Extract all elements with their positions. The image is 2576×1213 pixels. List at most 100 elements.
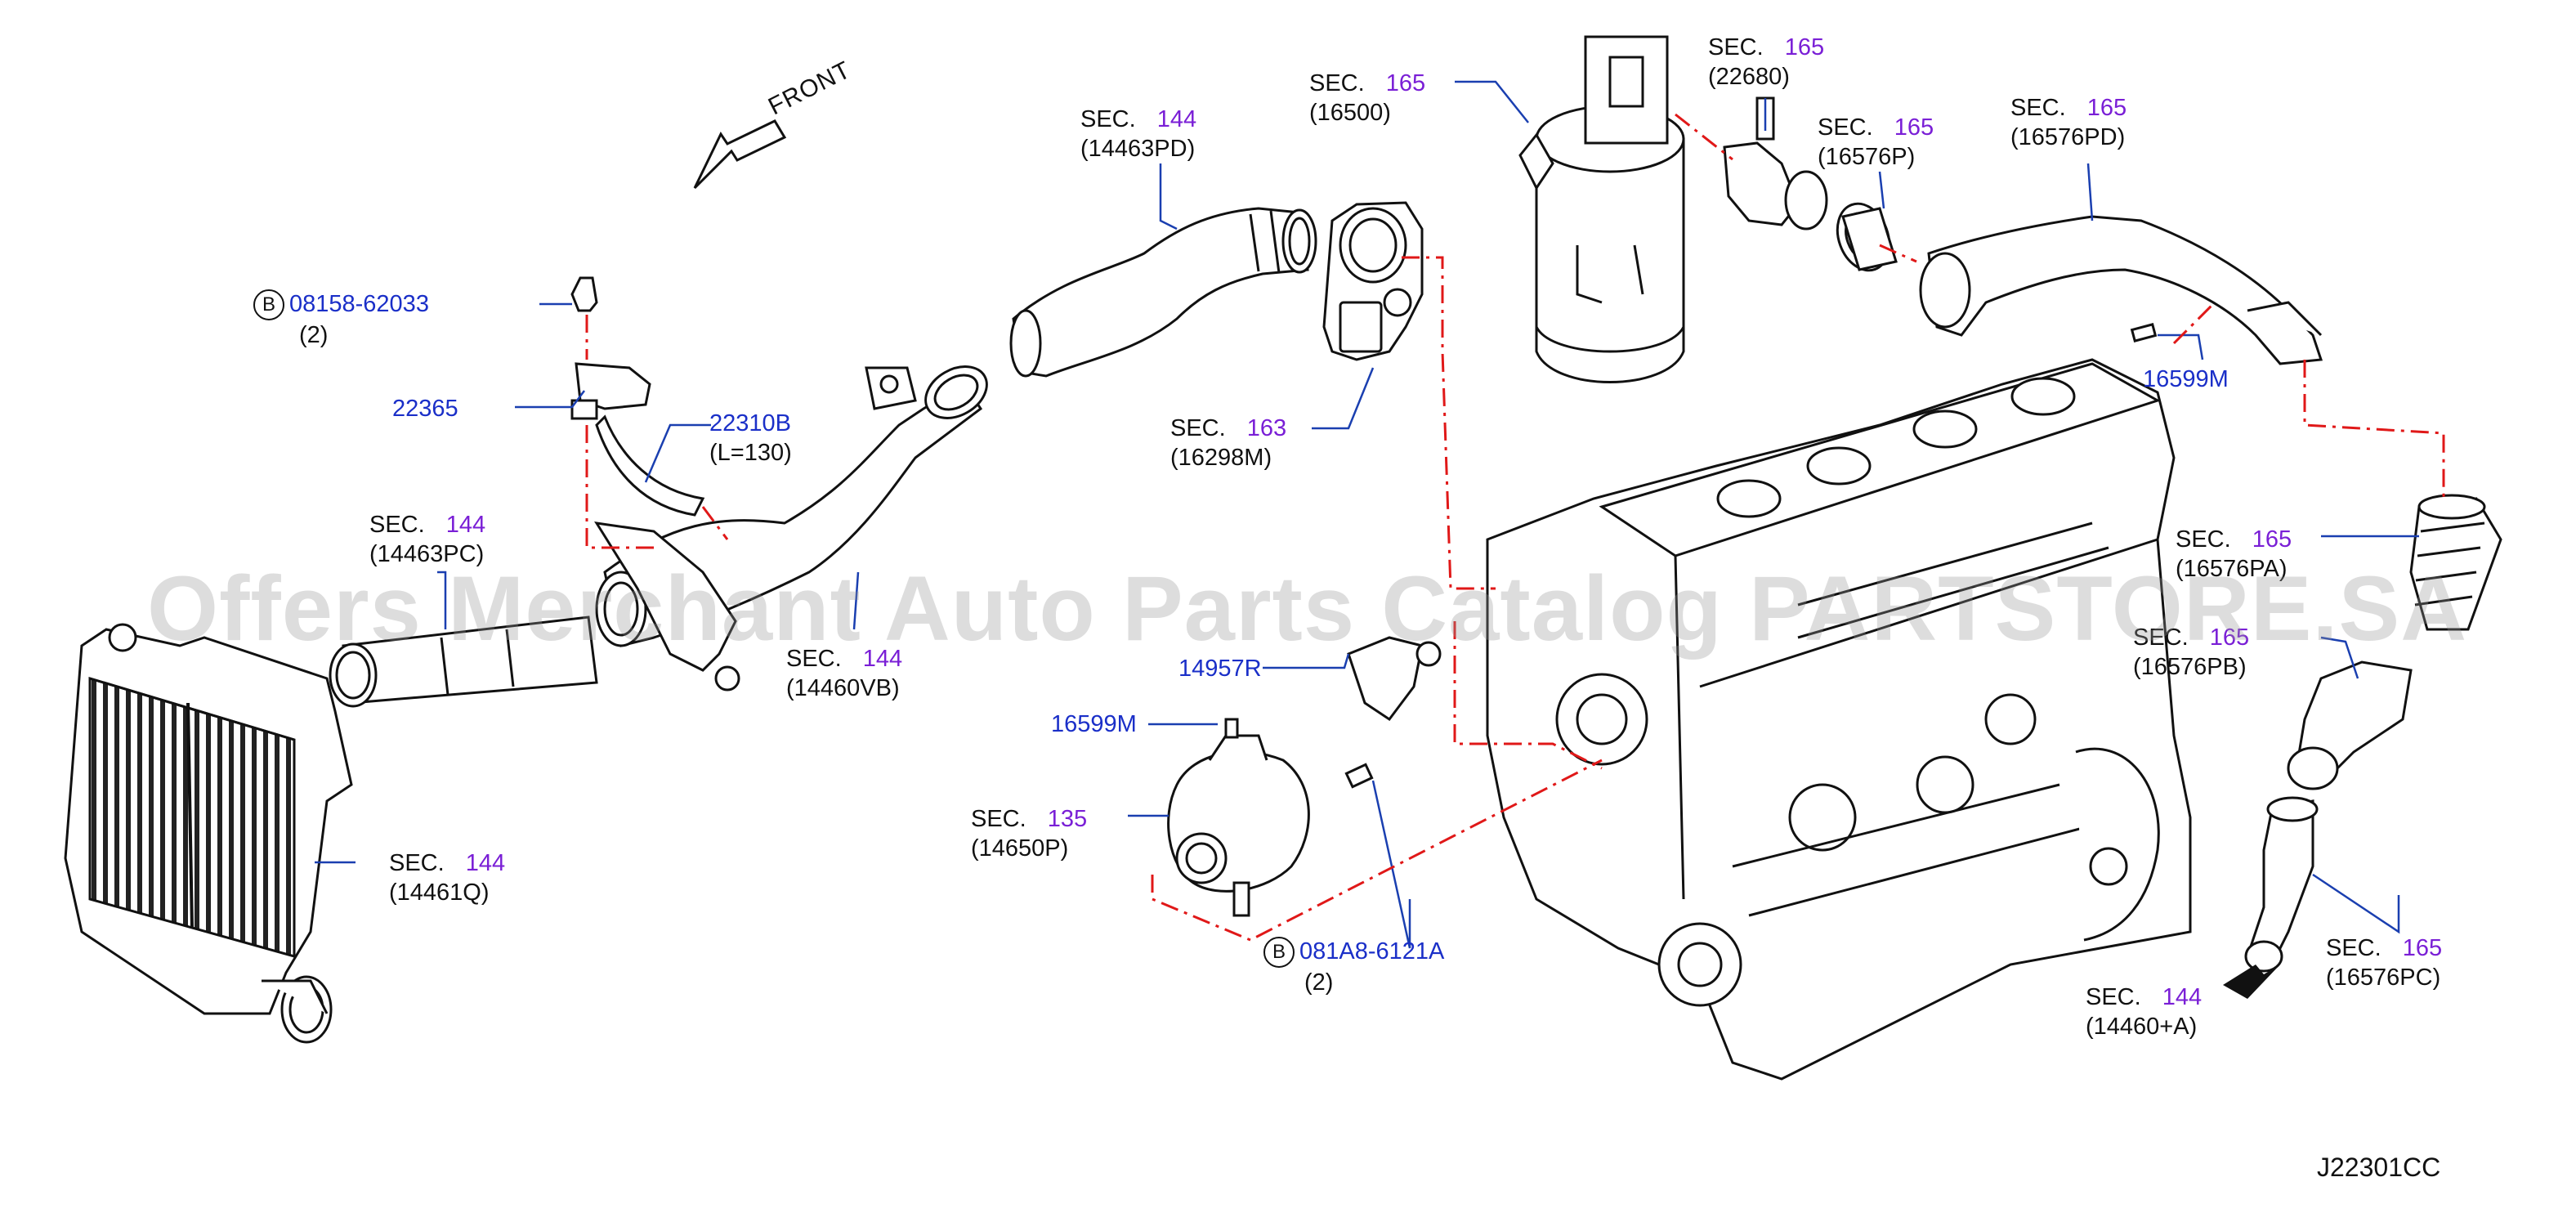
length-note: (L=130) <box>709 440 792 466</box>
section-keyword: SEC. <box>1170 415 1226 441</box>
label-16599m-bottom[interactable]: 16599M <box>1051 709 1137 739</box>
label-sec144-14460a[interactable]: SEC. 144 (14460+A) <box>2086 982 2202 1041</box>
section-ref: (16576PB) <box>2133 654 2247 680</box>
section-keyword: SEC. <box>1708 34 1764 60</box>
label-sec165-16576pa[interactable]: SEC. 165 (16576PA) <box>2176 525 2292 584</box>
section-ref: (14463PC) <box>369 541 485 567</box>
section-number: 165 <box>2209 624 2250 651</box>
bolt-badge-icon: B <box>253 289 284 321</box>
section-number: 163 <box>1246 415 1287 441</box>
quantity: (2) <box>299 322 329 349</box>
diagram-code: J22301CC <box>2317 1153 2441 1182</box>
assembly-flow-lines <box>585 113 2445 942</box>
hose-14463pd-part <box>1009 207 1317 378</box>
label-16599m-top[interactable]: 16599M <box>2143 365 2229 394</box>
air-duct-16576pa-part <box>2409 494 2502 631</box>
throttle-body-part <box>1322 201 1424 361</box>
charge-pipe-14460vb-part <box>594 365 988 692</box>
intercooler-part <box>64 623 353 1044</box>
section-number: 165 <box>1385 70 1426 96</box>
section-keyword: SEC. <box>2176 526 2231 553</box>
section-ref: (14460+A) <box>2086 1014 2198 1040</box>
label-sec165-16576pb[interactable]: SEC. 165 (16576PB) <box>2133 623 2249 682</box>
label-22365[interactable]: 22365 <box>392 394 458 423</box>
section-keyword: SEC. <box>1080 106 1136 132</box>
section-ref: (14463PD) <box>1080 136 1196 162</box>
section-ref: (16576P) <box>1818 144 1916 170</box>
part-number: 22310B <box>709 410 791 436</box>
label-sec135-14650p[interactable]: SEC. 135 (14650P) <box>971 804 1087 863</box>
section-number: 165 <box>2086 95 2127 121</box>
section-ref: (16576PD) <box>2010 124 2126 150</box>
section-ref: (16576PA) <box>2176 556 2288 582</box>
watermark-text: Offers Merchant Auto Parts Catalog PARTS… <box>147 557 2468 660</box>
section-ref: (22680) <box>1708 64 1790 90</box>
label-22310b[interactable]: 22310B (L=130) <box>709 409 792 468</box>
section-ref: (14461Q) <box>389 880 490 906</box>
hose-14463pc-part <box>329 615 598 708</box>
part-number: 081A8-6121A <box>1299 938 1445 965</box>
section-ref: (16500) <box>1309 100 1391 126</box>
label-sec165-16576pd[interactable]: SEC. 165 (16576PD) <box>2010 93 2127 152</box>
label-14957r[interactable]: 14957R <box>1178 654 1262 683</box>
arrow-14460a-icon <box>2223 965 2280 999</box>
leader-lines <box>315 80 2419 949</box>
section-keyword: SEC. <box>369 512 425 538</box>
label-sec165-16576pc[interactable]: SEC. 165 (16576PC) <box>2326 933 2442 992</box>
section-keyword: SEC. <box>971 806 1026 832</box>
part-number: 16599M <box>1051 711 1137 737</box>
bracket-14957r-part <box>1347 636 1442 722</box>
front-arrow-icon <box>693 119 787 190</box>
label-sec163-16298m[interactable]: SEC. 163 (16298M) <box>1170 414 1286 472</box>
section-number: 165 <box>2402 935 2443 961</box>
label-sec165-16576p[interactable]: SEC. 165 (16576P) <box>1818 113 1934 172</box>
section-ref: (14460VB) <box>786 675 900 701</box>
section-keyword: SEC. <box>2326 935 2381 961</box>
bolt-icons <box>1224 323 2158 789</box>
part-number: 14957R <box>1178 656 1262 682</box>
section-number: 144 <box>1156 106 1197 132</box>
bolt-badge-icon: B <box>1263 937 1295 969</box>
air-duct-16576pb-part <box>2287 660 2413 790</box>
engine-block-part <box>1486 358 2192 1081</box>
maf-sensor-part <box>1723 96 1828 231</box>
section-ref: (16576PC) <box>2326 965 2441 991</box>
vacuum-pump-part <box>1167 734 1310 917</box>
section-keyword: SEC. <box>1818 114 1873 141</box>
section-keyword: SEC. <box>1309 70 1365 96</box>
label-sec144-14461q[interactable]: SEC. 144 (14461Q) <box>389 848 505 907</box>
label-sec144-14460vb[interactable]: SEC. 144 (14460VB) <box>786 644 902 703</box>
section-keyword: SEC. <box>786 646 842 672</box>
air-duct-16576pd-part <box>1919 215 2323 365</box>
part-number: 16599M <box>2143 366 2229 392</box>
section-number: 165 <box>1784 34 1825 60</box>
air-cleaner-part <box>1518 35 1685 383</box>
air-duct-16576pc-part <box>2244 796 2319 973</box>
section-ref: (14650P) <box>971 835 1069 862</box>
part-number: 22365 <box>392 396 458 422</box>
section-number: 165 <box>1894 114 1934 141</box>
quantity: (2) <box>1304 969 1334 996</box>
section-number: 144 <box>2162 984 2203 1010</box>
section-number: 165 <box>2252 526 2292 553</box>
section-keyword: SEC. <box>2010 95 2066 121</box>
air-duct-16576p-part <box>1836 202 1898 272</box>
part-number: 08158-62033 <box>289 291 429 317</box>
sensor-22365-part <box>570 276 705 517</box>
section-number: 144 <box>465 850 506 876</box>
label-sec165-16500[interactable]: SEC. 165 (16500) <box>1309 69 1425 128</box>
section-keyword: SEC. <box>2133 624 2189 651</box>
section-keyword: SEC. <box>2086 984 2141 1010</box>
section-ref: (16298M) <box>1170 445 1272 471</box>
section-number: 144 <box>445 512 486 538</box>
section-number: 135 <box>1047 806 1088 832</box>
section-keyword: SEC. <box>389 850 445 876</box>
section-number: 144 <box>862 646 903 672</box>
label-sec144-14463pd[interactable]: SEC. 144 (14463PD) <box>1080 105 1196 163</box>
label-sec165-22680[interactable]: SEC. 165 (22680) <box>1708 33 1824 92</box>
label-sec144-14463pc[interactable]: SEC. 144 (14463PC) <box>369 510 485 569</box>
